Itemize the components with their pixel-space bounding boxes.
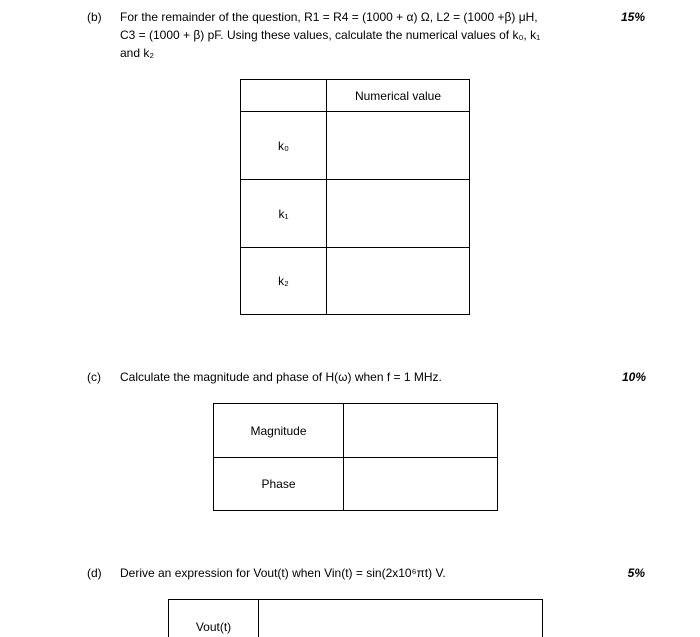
question-b-text-line-2: C3 = (1000 + β) pF. Using these values, … [120,28,541,42]
question-c-text: Calculate the magnitude and phase of H(ω… [120,370,442,384]
table-b-row-k1-answer-cell [326,179,469,247]
table-b-row-k0-label: k₀ [241,111,326,179]
question-b-label: (b) [87,10,102,24]
question-c-marks: 10% [621,370,646,384]
question-d-label: (d) [87,566,102,580]
table-b-header-blank-cell [241,80,326,111]
table-c-row-phase-answer-cell [343,457,497,510]
answer-table-k-values: Numerical value k₀ k₁ k₂ [240,79,470,315]
table-c-row-magnitude-label: Magnitude [250,423,307,438]
table-b-row-k2-label: k₂ [241,247,326,314]
table-d-row-vout-label: Vout(t) [195,619,232,634]
question-d-marks: 5% [627,566,645,580]
table-d-row-vout-answer-cell [258,600,542,637]
question-d-text: Derive an expression for Vout(t) when Vi… [120,566,446,580]
table-b-row-k0-answer-cell [326,111,469,179]
table-c-row-phase-label: Phase [214,457,343,510]
question-b-marks: 15% [620,10,645,24]
table-b-header-numerical-value: Numerical value [326,80,469,111]
table-b-row-k2-answer-cell [326,247,469,314]
table-c-row-magnitude-answer-cell [343,404,497,457]
question-c-label: (c) [87,370,101,384]
question-b-text-line-3: and k₂ [120,46,155,60]
table-b-row-k1-label: k₁ [241,179,326,247]
answer-table-magnitude-phase: Magnitude Phase [213,403,498,511]
question-b-text-line-1: For the remainder of the question, R1 = … [120,10,538,24]
answer-table-vout: Vout(t) [168,599,543,637]
question-b-text: For the remainder of the question, R1 = … [120,8,540,62]
